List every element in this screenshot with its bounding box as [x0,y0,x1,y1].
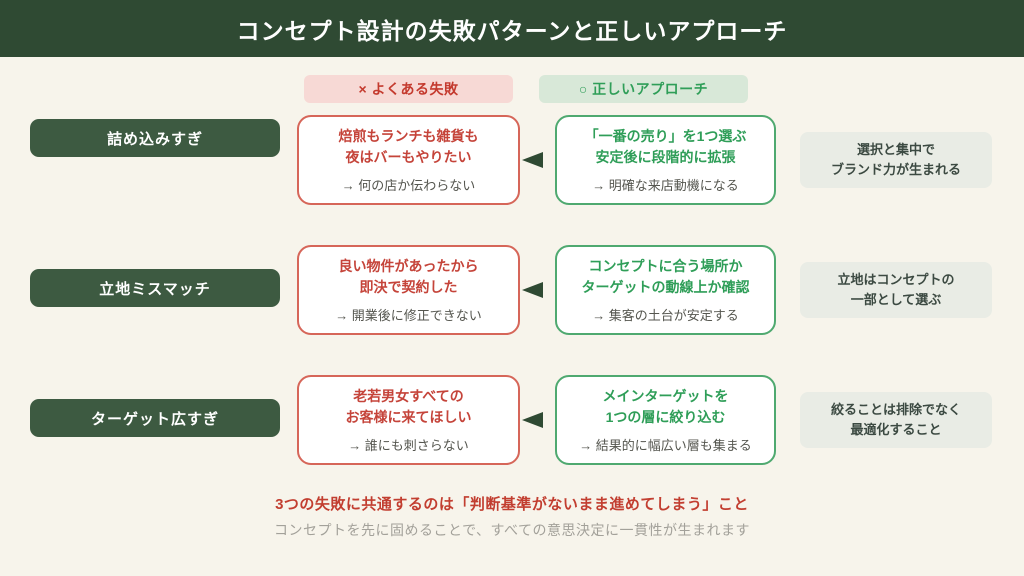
page-title: コンセプト設計の失敗パターンと正しいアプローチ [236,17,788,44]
failure-text-line1: 良い物件があったから [338,258,479,274]
failure-text-line2: 夜はバーもやりたい [345,149,472,165]
note-line2: 最適化すること [850,422,942,437]
correct-text: コンセプトに合う場所か ターゲットの動線上か確認 [582,256,750,298]
correct-text: 「一番の売り」を1つ選ぶ 安定後に段階的に拡張 [585,126,747,168]
failure-text-line1: 老若男女すべての [353,388,464,404]
legend-failure-badge: × よくある失敗 [304,75,513,103]
failure-text: 焙煎もランチも雑貨も 夜はバーもやりたい [339,126,479,168]
takeaway-note: 立地はコンセプトの 一部として選ぶ [800,262,992,318]
failure-text: 老若男女すべての お客様に来てほしい [346,386,472,428]
correct-text-line2: 1つの層に絞り込む [605,409,726,425]
title-bar: コンセプト設計の失敗パターンと正しいアプローチ [0,0,1024,57]
failure-box: 焙煎もランチも雑貨も 夜はバーもやりたい → 何の店か伝わらない [297,115,520,205]
arrow-left-icon [522,282,543,298]
note-line1: 選択と集中で [856,142,935,157]
correct-text-line1: 「一番の売り」を1つ選ぶ [584,128,747,144]
failure-result: → 何の店か伝わらない [341,178,476,193]
takeaway-note: 絞ることは排除でなく 最適化すること [800,392,992,448]
correct-box: コンセプトに合う場所か ターゲットの動線上か確認 → 集客の土台が安定する [555,245,776,335]
note-line2: ブランド力が生まれる [830,162,961,177]
arrow-left-icon [522,412,543,428]
note-line2: 一部として選ぶ [850,292,942,307]
note-line1: 絞ることは排除でなく [830,402,961,417]
row-overstuffed: 詰め込みすぎ 焙煎もランチも雑貨も 夜はバーもやりたい → 何の店か伝わらない … [0,115,1024,205]
correct-text-line2: 安定後に段階的に拡張 [595,149,736,165]
row-location-mismatch: 立地ミスマッチ 良い物件があったから 即決で契約した → 開業後に修正できない … [0,245,1024,335]
correct-result: → 明確な来店動機になる [592,178,739,193]
failure-text-line1: 焙煎もランチも雑貨も [338,128,479,144]
failure-box: 良い物件があったから 即決で契約した → 開業後に修正できない [297,245,520,335]
row-target-too-broad: ターゲット広すぎ 老若男女すべての お客様に来てほしい → 誰にも刺さらない メ… [0,375,1024,465]
arrow-left-icon [522,152,543,168]
correct-box: 「一番の売り」を1つ選ぶ 安定後に段階的に拡張 → 明確な来店動機になる [555,115,776,205]
failure-text-line2: 即決で契約した [359,279,458,295]
takeaway-note: 選択と集中で ブランド力が生まれる [800,132,992,188]
failure-result: → 開業後に修正できない [335,308,482,323]
correct-result: → 集客の土台が安定する [592,308,739,323]
correct-text-line2: ターゲットの動線上か確認 [581,279,750,295]
row-label: ターゲット広すぎ [30,399,280,437]
correct-text: メインターゲットを 1つの層に絞り込む [603,386,729,428]
failure-text-line2: お客様に来てほしい [345,409,472,425]
footer-caption: コンセプトを先に固めることで、すべての意思決定に一貫性が生まれます [274,522,750,538]
row-label: 立地ミスマッチ [30,269,280,307]
correct-text-line1: コンセプトに合う場所か [588,258,743,274]
failure-result: → 誰にも刺さらない [348,438,469,453]
note-line1: 立地はコンセプトの [837,272,955,287]
correct-text-line1: メインターゲットを [602,388,729,404]
row-label: 詰め込みすぎ [30,119,280,157]
correct-result: → 結果的に幅広い層も集まる [579,438,752,453]
correct-box: メインターゲットを 1つの層に絞り込む → 結果的に幅広い層も集まる [555,375,776,465]
failure-text: 良い物件があったから 即決で契約した [339,256,479,298]
failure-box: 老若男女すべての お客様に来てほしい → 誰にも刺さらない [297,375,520,465]
legend-correct-badge: ○ 正しいアプローチ [539,75,748,103]
footer-highlight: 3つの失敗に共通するのは「判断基準がないまま進めてしまう」こと [275,496,749,513]
